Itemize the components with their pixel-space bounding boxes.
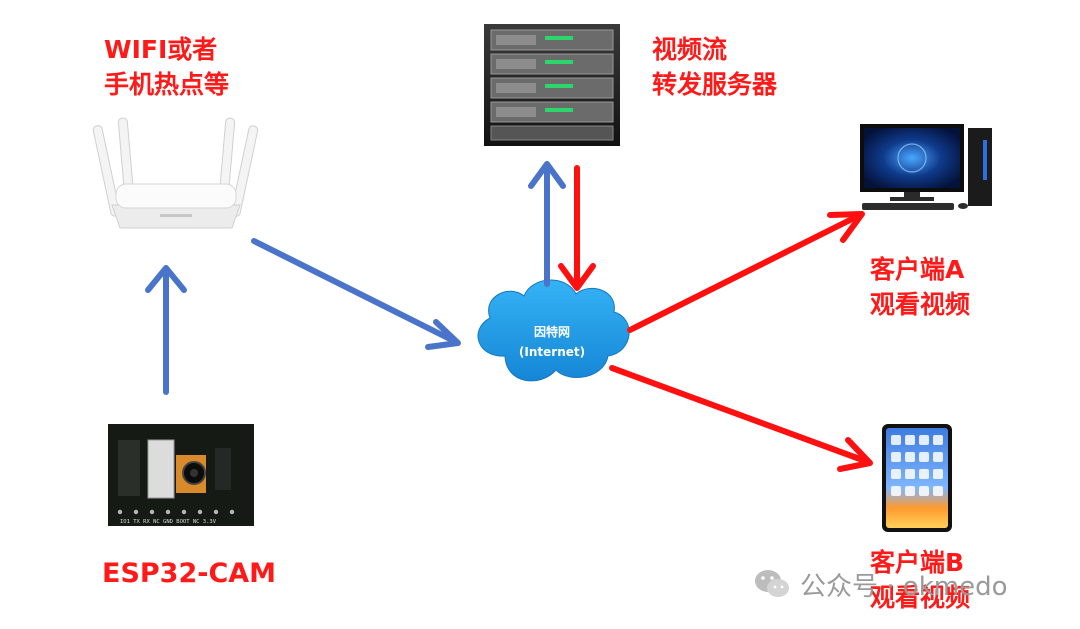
phone-image xyxy=(882,424,952,532)
internet-cloud: 因特网 (Internet) xyxy=(477,279,630,382)
server-label: 视频流 转发服务器 xyxy=(652,32,777,102)
cloud-label-line1: 因特网 xyxy=(534,324,570,339)
router-label-line1: WIFI或者 xyxy=(104,35,218,64)
client-b-label-line2: 观看视频 xyxy=(870,583,971,612)
watermark-text: 公众号 · okmedo xyxy=(800,571,1008,602)
esp32-cam-board-image: IO1 TX RX NC GND BOOT NC 3.3V xyxy=(108,424,254,526)
client-b-label-line1: 客户端B xyxy=(870,548,965,577)
server-label-line2: 转发服务器 xyxy=(652,70,778,99)
client-a-label-line1: 客户端A xyxy=(870,255,965,284)
client-a-label: 客户端A 观看视频 xyxy=(870,252,970,322)
desktop-pc-image xyxy=(860,124,992,210)
arrow-router-to-internet xyxy=(251,238,461,350)
cloud-label-line2: (Internet) xyxy=(519,345,585,359)
router-image xyxy=(92,117,259,229)
client-b-label: 客户端B 观看视频 xyxy=(870,545,970,615)
wechat-icon xyxy=(755,570,789,597)
client-a-label-line2: 观看视频 xyxy=(870,290,971,319)
server-image xyxy=(484,24,620,146)
esp32-cam-label: ESP32-CAM xyxy=(102,558,277,589)
arrow-internet-to-client-a xyxy=(627,211,865,333)
watermark: 公众号 · okmedo xyxy=(752,566,1008,602)
router-label: WIFI或者 手机热点等 xyxy=(104,32,229,102)
arrow-esp-to-router xyxy=(145,265,187,395)
arrow-server-to-internet xyxy=(558,165,596,291)
server-label-line1: 视频流 xyxy=(652,35,728,64)
router-label-line2: 手机热点等 xyxy=(104,70,230,99)
arrow-internet-to-client-b xyxy=(609,365,873,472)
arrow-internet-to-server xyxy=(528,161,566,287)
board-pin-labels: IO1 TX RX NC GND BOOT NC 3.3V xyxy=(120,519,217,525)
